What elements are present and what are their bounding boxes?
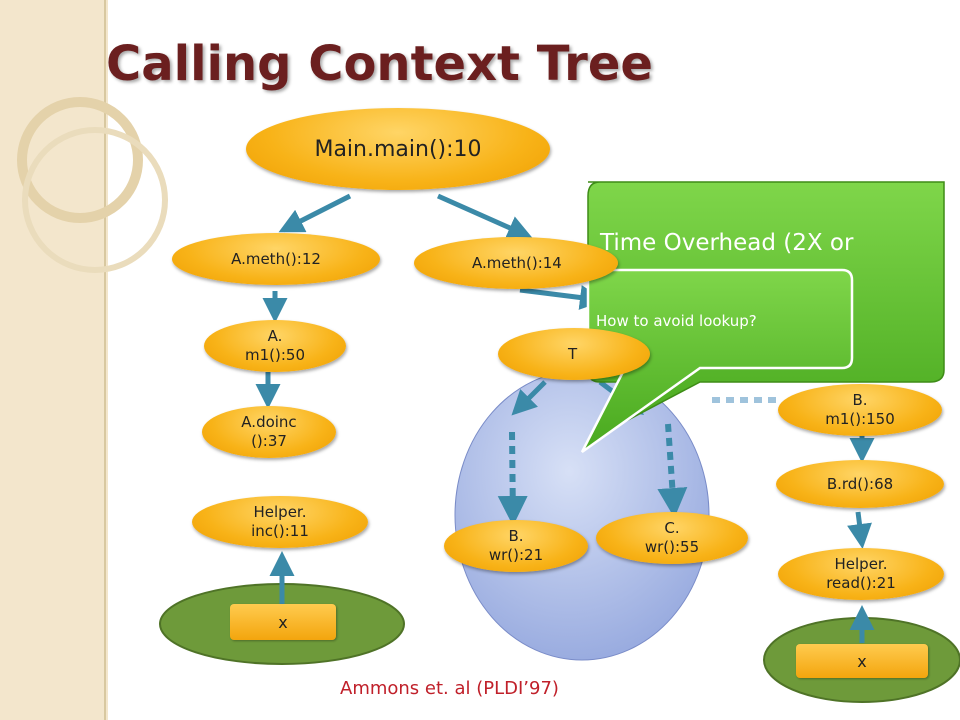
edge-arrow bbox=[436, 193, 533, 240]
callout-large-text: Time Overhead (2X or bbox=[600, 230, 854, 256]
slide-title: Calling Context Tree bbox=[106, 36, 653, 92]
callout-small-text: How to avoid lookup? bbox=[596, 312, 757, 330]
edge-arrow bbox=[847, 511, 872, 549]
edge-arrow bbox=[511, 380, 547, 416]
decorative-circle bbox=[17, 97, 143, 223]
node-thread-partial: T bbox=[498, 328, 650, 380]
node-main: Main.main():10 bbox=[246, 108, 550, 190]
dotted-edge-arrow bbox=[497, 431, 528, 526]
citation: Ammons et. al (PLDI’97) bbox=[340, 678, 559, 699]
node-a-meth-12: A.meth():12 bbox=[172, 233, 380, 285]
edge-arrow bbox=[278, 193, 352, 233]
node-a-doinc-37: A.doinc ():37 bbox=[202, 406, 336, 458]
dotted-edge-arrow bbox=[657, 423, 688, 518]
node-b-wr-21: B. wr():21 bbox=[444, 520, 588, 572]
node-a-meth-14: A.meth():14 bbox=[414, 237, 618, 289]
node-helper-read-21: Helper. read():21 bbox=[778, 548, 944, 600]
decorative-side-rule bbox=[104, 0, 106, 720]
node-b-m1-150: B. m1():150 bbox=[778, 384, 942, 436]
x-box-right: x bbox=[796, 644, 928, 678]
decorative-side-strip bbox=[0, 0, 108, 720]
node-a-m1-50: A. m1():50 bbox=[204, 320, 346, 372]
edge-arrow bbox=[519, 285, 605, 310]
x-box-left: x bbox=[230, 604, 336, 640]
decorative-circle bbox=[22, 127, 168, 273]
node-helper-inc-11: Helper. inc():11 bbox=[192, 496, 368, 548]
node-c-wr-55: C. wr():55 bbox=[596, 512, 748, 564]
node-b-rd-68: B.rd():68 bbox=[776, 460, 944, 508]
